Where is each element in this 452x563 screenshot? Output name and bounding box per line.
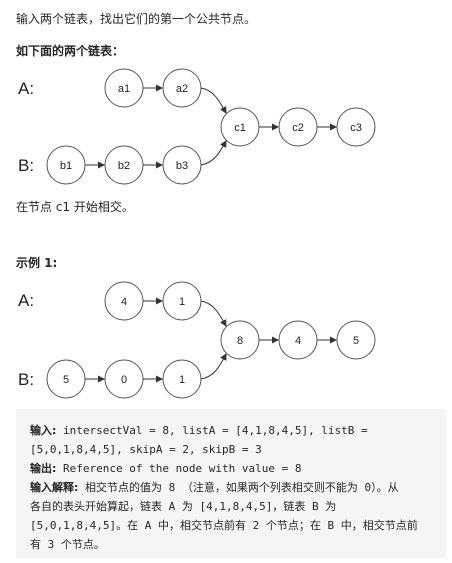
arrow-1-8-b — [200, 353, 227, 380]
explanation-line: 输入解释: 相交节点的值为 8 （注意，如果两个列表相交则不能为 0）。从 — [30, 478, 446, 497]
example-list-b-label: B: — [18, 370, 34, 389]
explanation-label: 输入解释: — [30, 481, 79, 494]
node-b1-label: b1 — [60, 160, 72, 172]
node-b2-label: b2 — [118, 160, 130, 172]
input-line: 输入: intersectVal = 8, listA = [4,1,8,4,5… — [30, 421, 446, 440]
linked-list-diagram-1: A: B: a1 a2 c1 c2 c3 b1 b2 b3 — [18, 68, 376, 185]
node-c-5-label: 5 — [353, 335, 359, 347]
explanation-text-1: 相交节点的值为 8 （注意，如果两个列表相交则不能为 0）。从 — [78, 481, 399, 494]
node-c-4-label: 4 — [295, 335, 301, 347]
arrow-1-8-a — [200, 300, 227, 327]
explanation-text-4: 有 3 个节点。 — [30, 538, 105, 551]
output-label: 输出: — [30, 462, 57, 475]
list-b-label: B: — [18, 156, 34, 175]
intro-text: 输入两个链表，找出它们的第一个公共节点。 — [16, 12, 257, 26]
node-c-5 — [336, 320, 376, 360]
explanation-text-2: 各自的表头开始算起，链表 A 为 [4,1,8,4,5]，链表 B 为 — [30, 500, 337, 513]
node-c3 — [336, 107, 376, 147]
node-c-8-label: 8 — [237, 335, 243, 347]
input-label: 输入: — [30, 424, 57, 437]
intersection-note: 在节点 c1 开始相交。 — [16, 200, 134, 214]
node-a-1-label: 1 — [179, 296, 185, 308]
arrow-a2-c1 — [200, 87, 227, 114]
node-c2-label: c2 — [292, 122, 304, 134]
example-heading: 示例 1: — [16, 256, 58, 270]
list-a-label: A: — [18, 79, 34, 98]
arrow-b3-c1 — [200, 140, 227, 166]
input-value-1: intersectVal = 8, listA = [4,1,8,4,5], l… — [56, 424, 368, 437]
example-code-block: 输入: intersectVal = 8, listA = [4,1,8,4,5… — [16, 409, 446, 558]
explanation-text-3: [5,0,1,8,4,5]。在 A 中，相交节点前有 2 个节点；在 B 中，相… — [30, 519, 418, 532]
output-value: Reference of the node with value = 8 — [56, 462, 302, 475]
intro-subtitle: 如下面的两个链表： — [16, 44, 125, 58]
node-b-0-label: 0 — [121, 374, 127, 386]
linked-list-diagram-example: A: B: 4 1 8 4 5 5 0 1 — [18, 281, 376, 399]
output-line: 输出: Reference of the node with value = 8 — [30, 459, 446, 478]
node-b-1-label: 1 — [179, 374, 185, 386]
node-a1-label: a1 — [118, 83, 130, 95]
node-c3-label: c3 — [350, 122, 362, 134]
node-b3-label: b3 — [176, 160, 188, 172]
node-b-5-label: 5 — [63, 374, 69, 386]
node-a-4-label: 4 — [121, 296, 127, 308]
example-list-a-label: A: — [18, 291, 34, 310]
input-value-2: [5,0,1,8,4,5], skipA = 2, skipB = 3 — [30, 443, 262, 456]
node-a2-label: a2 — [176, 83, 188, 95]
node-c1-label: c1 — [234, 122, 246, 134]
